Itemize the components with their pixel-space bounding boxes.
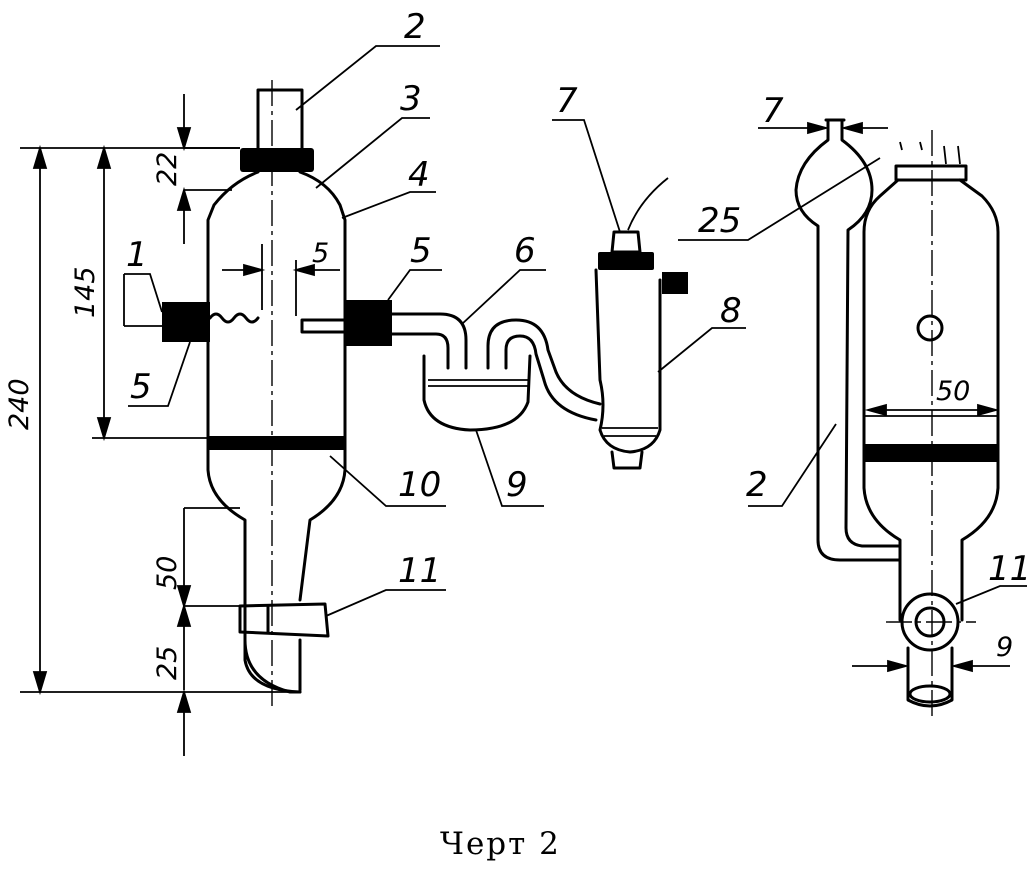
dim-50-left: 50 (152, 556, 183, 590)
filter-plate (208, 436, 346, 450)
side-stopper-right (300, 300, 392, 346)
label-11-right: 11 (988, 549, 1027, 589)
dim-22: 22 (152, 152, 183, 186)
label-11-left: 11 (398, 551, 441, 591)
stopcock-11-left (238, 602, 330, 638)
label-10: 10 (398, 465, 441, 505)
label-8: 8 (720, 291, 742, 331)
figure-caption: Черт 2 (440, 826, 561, 862)
connecting-tube (390, 312, 602, 422)
label-7-middle: 7 (556, 81, 578, 121)
dim-9-right: 9 (996, 632, 1013, 663)
label-7-right: 7 (762, 91, 784, 131)
dim-25-left: 25 (152, 646, 183, 680)
label-9: 9 (506, 465, 528, 505)
label-4: 4 (408, 155, 430, 195)
leader-lines (128, 45, 1027, 617)
side-view-vessel (794, 118, 1000, 716)
label-3: 3 (400, 79, 422, 119)
label-1: 1 (126, 235, 148, 275)
vessel-8 (594, 177, 688, 470)
label-5-right: 5 (410, 231, 432, 271)
stopper-top (240, 148, 314, 172)
dim-5: 5 (312, 238, 329, 269)
label-25-right: 25 (698, 201, 741, 241)
label-2-right: 2 (746, 465, 768, 505)
dim-145: 145 (70, 266, 101, 318)
water-bath (422, 354, 532, 432)
dim-50-right: 50 (936, 376, 970, 407)
side-stopper-left (123, 273, 260, 342)
dim-240: 240 (4, 378, 35, 430)
label-2: 2 (404, 7, 426, 47)
label-6: 6 (514, 231, 536, 271)
label-5-left: 5 (130, 367, 152, 407)
dimension-lines (20, 94, 1010, 756)
